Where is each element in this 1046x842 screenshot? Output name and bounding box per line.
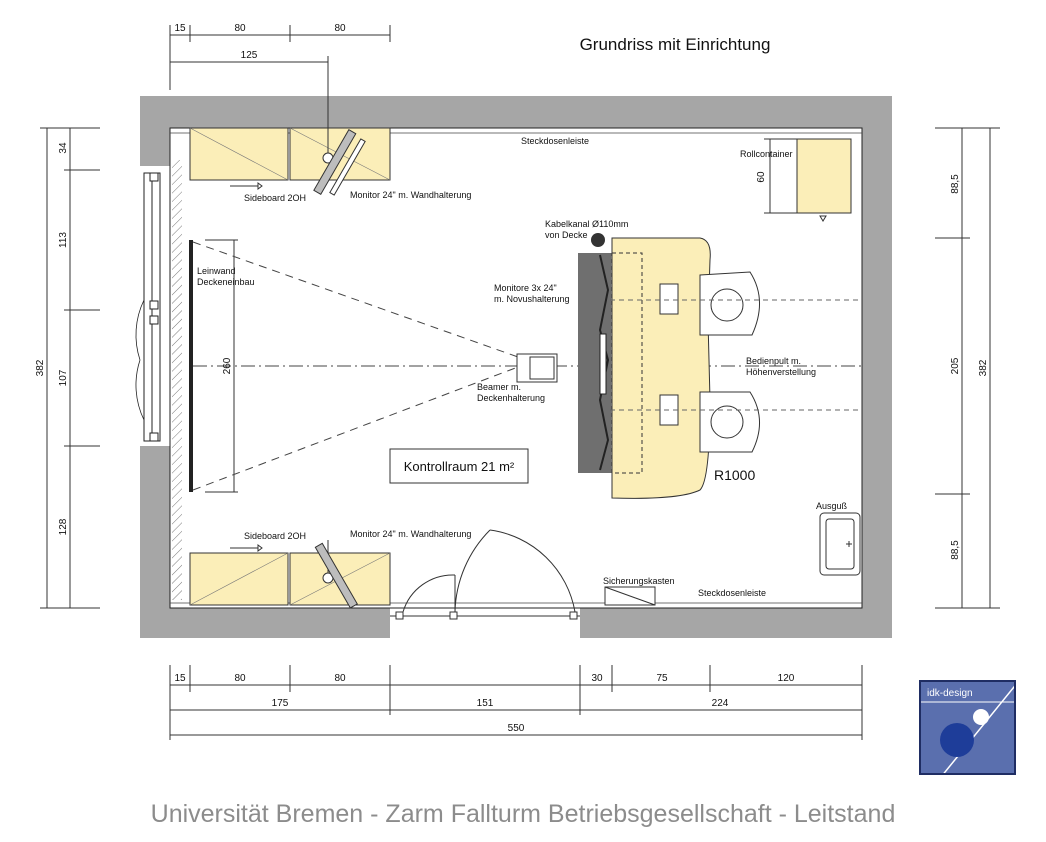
- rollcontainer-arrow: [819, 215, 827, 222]
- dim-bot-15: 15: [174, 673, 186, 684]
- dim-bottom: [169, 665, 863, 740]
- label-leinwand-2: Deckeneinbau: [197, 277, 255, 287]
- plan-title: Grundriss mit Einrichtung: [580, 35, 771, 54]
- dim-bot-75: 75: [656, 673, 668, 684]
- dim-left-107: 107: [58, 369, 69, 386]
- dim-top: [169, 25, 391, 128]
- dim-top-80a: 80: [234, 23, 246, 34]
- monitor-wall-bottom: [314, 540, 358, 609]
- dim-bot-120: 120: [778, 673, 795, 684]
- idk-design-logo: idk-design: [919, 680, 1016, 775]
- dim-bot-224: 224: [712, 698, 729, 709]
- label-bedienpult-2: Höhenverstellung: [746, 367, 816, 377]
- label-leinwand-1: Leinwand: [197, 266, 236, 276]
- dim-rollcontainer-60: 60: [756, 171, 767, 183]
- wall-hatch-left: [172, 160, 182, 600]
- beamer: [516, 353, 558, 383]
- window-left: [135, 172, 161, 442]
- sideboard-bottom: [189, 544, 391, 606]
- dim-right-885b: 88,5: [950, 540, 961, 560]
- projection-screen: [189, 239, 862, 493]
- control-desk: [578, 233, 711, 499]
- monitor-wall-top: [313, 128, 366, 196]
- sideboard-top: [189, 127, 391, 190]
- dim-screen-260: 260: [222, 357, 233, 374]
- walls: [140, 96, 892, 638]
- label-sicherungskasten: Sicherungskasten: [603, 576, 675, 586]
- dim-right-205: 205: [950, 357, 961, 374]
- label-monitore-2: m. Novushalterung: [494, 294, 570, 304]
- rollcontainer: [796, 138, 852, 214]
- dim-left: [40, 127, 100, 609]
- label-rollcontainer: Rollcontainer: [740, 149, 793, 159]
- label-monitore-1: Monitore 3x 24": [494, 283, 557, 293]
- dim-right-885a: 88,5: [950, 174, 961, 194]
- door-bottom: [390, 529, 580, 620]
- logo-graphic: [921, 685, 1014, 773]
- label-r1000: R1000: [714, 467, 755, 483]
- dim-top-125: 125: [241, 50, 258, 61]
- label-steckdosenleiste-top: Steckdosenleiste: [521, 136, 589, 146]
- dim-left-128: 128: [58, 518, 69, 535]
- dim-right: [764, 127, 1000, 609]
- label-kabelkanal-1: Kabelkanal Ø110mm: [545, 219, 628, 229]
- dim-bot-80b: 80: [334, 673, 346, 684]
- dim-top-80b: 80: [334, 23, 346, 34]
- dim-bot-550: 550: [508, 723, 525, 734]
- sink: [819, 512, 861, 576]
- room-label-box: [389, 448, 529, 484]
- label-steckdosenleiste-bottom: Steckdosenleiste: [698, 588, 766, 598]
- chair-upper: [659, 271, 761, 336]
- label-beamer-1: Beamer m.: [477, 382, 521, 392]
- logo-text: idk-design: [927, 688, 973, 699]
- dim-top-15: 15: [174, 23, 186, 34]
- dim-left-382: 382: [35, 359, 46, 376]
- dim-right-382: 382: [978, 359, 989, 376]
- dim-bot-80a: 80: [234, 673, 246, 684]
- dim-left-113: 113: [58, 232, 69, 248]
- label-kabelkanal-2: von Decke: [545, 230, 588, 240]
- label-ausguss: Ausguß: [816, 501, 848, 511]
- label-beamer-2: Deckenhalterung: [477, 393, 545, 403]
- label-monitor-wall-bottom: Monitor 24" m. Wandhalterung: [350, 529, 471, 539]
- dim-bot-151: 151: [477, 698, 494, 709]
- label-bedienpult-1: Bedienpult m.: [746, 356, 801, 366]
- label-sideboard-top: Sideboard 2OH: [244, 193, 306, 203]
- dim-left-34: 34: [58, 142, 69, 154]
- label-sideboard-bottom: Sideboard 2OH: [244, 531, 306, 541]
- dim-bot-30: 30: [591, 673, 603, 684]
- page-caption: Universität Bremen - Zarm Fallturm Betri…: [150, 800, 896, 828]
- label-monitor-wall-top: Monitor 24" m. Wandhalterung: [350, 190, 471, 200]
- fuse-box-diagonal: [604, 586, 656, 606]
- dim-bot-175: 175: [272, 698, 289, 709]
- room-label: Kontrollraum 21 m²: [404, 459, 515, 474]
